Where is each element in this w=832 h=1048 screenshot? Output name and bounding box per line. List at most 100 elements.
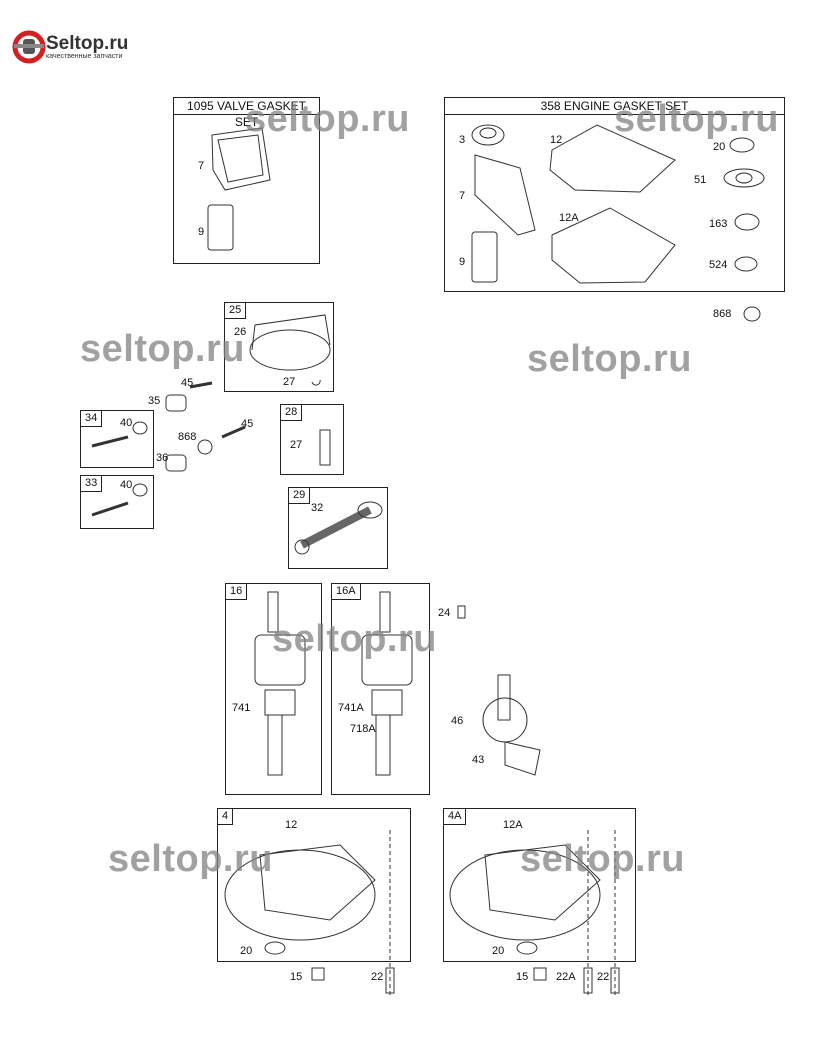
part-label[interactable]: 32	[311, 502, 324, 514]
logo-name: Seltop.ru	[46, 32, 129, 54]
crankshaft-16a-box: 16A 741A 718A	[331, 583, 430, 795]
watermark: seltop.ru	[272, 618, 437, 660]
part-label[interactable]: 741	[232, 702, 251, 714]
watermark: seltop.ru	[520, 838, 685, 880]
part-label[interactable]: 27	[290, 439, 303, 451]
bolt-icon	[385, 967, 395, 994]
seal-icon	[734, 213, 760, 231]
box-tag: 4	[218, 809, 234, 825]
part-label[interactable]: 741A	[338, 702, 364, 714]
crankshaft-icon	[361, 591, 413, 776]
part-label[interactable]: 27	[283, 376, 296, 388]
box-title: 1095 VALVE GASKET SET	[174, 98, 319, 129]
box-tag: 16A	[332, 584, 361, 600]
part-label[interactable]: 12A	[559, 212, 579, 224]
head-gasket-icon	[211, 127, 271, 191]
crankshaft-icon	[254, 591, 306, 776]
bolt-icon	[610, 967, 620, 994]
box-tag: 25	[225, 303, 247, 319]
valve-gasket-set-box: 1095 VALVE GASKET SET 7 9	[173, 97, 320, 264]
part-label[interactable]: 46	[451, 715, 464, 727]
part-label[interactable]: 43	[472, 754, 485, 766]
part-label[interactable]: 40	[120, 479, 133, 491]
box-tag: 29	[289, 488, 311, 504]
wrist-pin-box: 28 27	[280, 404, 344, 475]
part-label[interactable]: 51	[694, 174, 707, 186]
valve-34-box: 34 40	[80, 410, 154, 468]
part-label[interactable]: 163	[709, 218, 728, 230]
exhaust-gasket-icon	[723, 168, 765, 188]
box-tag: 33	[81, 476, 103, 492]
seal-icon	[729, 137, 755, 153]
wrist-pin-icon	[319, 429, 331, 466]
part-label[interactable]: 524	[709, 259, 728, 271]
box-title: 358 ENGINE GASKET SET	[445, 98, 784, 115]
valve-icon	[91, 501, 129, 517]
part-label[interactable]: 36	[156, 452, 169, 464]
part-label[interactable]: 24	[438, 607, 451, 619]
piston-box: 25 26 27	[224, 302, 334, 392]
valve-icon	[91, 435, 129, 448]
part-label[interactable]: 20	[492, 945, 505, 957]
watermark: seltop.ru	[80, 328, 245, 370]
part-label[interactable]: 868	[713, 308, 732, 320]
valve-icon	[221, 425, 246, 439]
watermark: seltop.ru	[527, 338, 692, 380]
spring-icon	[165, 454, 187, 472]
engine-gasket-set-box: 358 ENGINE GASKET SET 3 12 20 7 51 12A 1…	[444, 97, 785, 292]
connecting-rod-box: 29 32	[288, 487, 388, 569]
seal-icon	[264, 941, 286, 955]
part-label[interactable]: 15	[516, 971, 529, 983]
valve-33-box: 33 40	[80, 475, 154, 529]
watermark: seltop.ru	[614, 98, 779, 140]
part-label[interactable]: 7	[459, 190, 466, 202]
crankcase-gasket-icon	[549, 124, 676, 193]
part-label[interactable]: 26	[234, 326, 247, 338]
part-label[interactable]: 718A	[350, 723, 376, 735]
part-label[interactable]: 22	[597, 971, 610, 983]
part-label[interactable]: 15	[290, 971, 303, 983]
part-label[interactable]: 45	[181, 377, 194, 389]
part-label[interactable]: 35	[148, 395, 161, 407]
sump-4-box: 4 12 20	[217, 808, 411, 962]
plug-icon	[311, 967, 325, 981]
crankcase-gasket-icon	[551, 207, 676, 284]
part-label[interactable]: 3	[459, 134, 466, 146]
fist-logo-icon	[12, 30, 46, 64]
part-label[interactable]: 9	[459, 256, 466, 268]
box-tag: 34	[81, 411, 103, 427]
intake-gasket-icon	[471, 231, 498, 283]
box-tag: 16	[226, 584, 248, 600]
part-label[interactable]: 12	[550, 134, 563, 146]
part-label[interactable]: 20	[240, 945, 253, 957]
part-label[interactable]: 12	[285, 819, 298, 831]
part-label[interactable]: 12A	[503, 819, 523, 831]
part-label[interactable]: 20	[713, 141, 726, 153]
sump-4a-box: 4A 12A 20	[443, 808, 636, 962]
part-label[interactable]: 22A	[556, 971, 576, 983]
valve-seal-icon	[197, 439, 213, 455]
seltop-logo[interactable]: Seltop.ru качественные запчасти	[12, 30, 128, 64]
part-label[interactable]: 40	[120, 417, 133, 429]
box-tag: 4A	[444, 809, 467, 825]
plug-icon	[533, 967, 547, 981]
valve-icon	[189, 381, 213, 389]
part-label[interactable]: 22	[371, 971, 384, 983]
watermark: seltop.ru	[245, 98, 410, 140]
governor-icon	[504, 741, 541, 776]
valve-seal-icon	[743, 306, 761, 322]
connecting-rod-icon	[300, 506, 372, 549]
piston-icon	[249, 329, 331, 371]
part-label[interactable]: 45	[241, 418, 254, 430]
seal-icon	[516, 941, 538, 955]
head-gasket-icon	[474, 154, 536, 236]
intake-gasket-icon	[207, 204, 234, 251]
part-label[interactable]: 7	[198, 160, 205, 172]
part-label[interactable]: 868	[178, 431, 197, 443]
watermark: seltop.ru	[108, 838, 273, 880]
oil-seal-icon	[471, 124, 505, 146]
crankshaft-16-box: 16 741	[225, 583, 322, 795]
part-label[interactable]: 9	[198, 226, 205, 238]
